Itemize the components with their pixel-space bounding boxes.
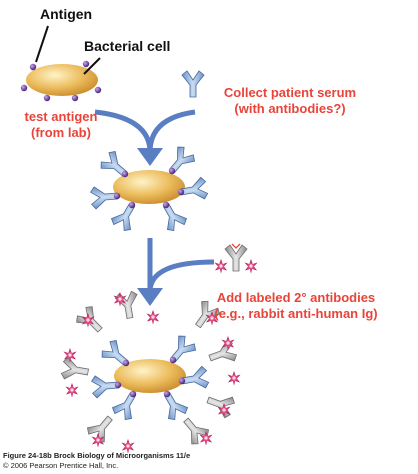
merge-arrow-2 [137,238,215,306]
complex-cell [114,359,186,393]
collect-serum-label: Collect patient serum (with antibodies?) [208,85,372,117]
bacterial-cell-pointer-line [83,57,101,75]
antigen-pointer-line [35,25,49,63]
merge-arrow-1 [94,109,196,166]
add-labeled-line2: (e.g., rabbit anti-human Ig) [214,306,378,321]
test-antigen-label: test antigen (from lab) [13,109,109,141]
add-labeled-line1: Add labeled 2° antibodies [216,290,376,305]
bacterial-cell-label: Bacterial cell [84,38,171,54]
figure-caption-line2: © 2006 Pearson Prentice Hall, Inc. [3,461,119,470]
figure-caption-line1: Figure 24-18b Brock Biology of Microorga… [3,451,191,460]
test-antigen-cell [26,64,98,96]
test-antigen-line2: (from lab) [31,125,91,140]
free-primary-antibody [181,70,205,98]
collect-serum-line2: (with antibodies?) [234,101,346,116]
test-antigen-line1: test antigen [24,109,98,124]
add-labeled-label: Add labeled 2° antibodies (e.g., rabbit … [198,290,394,322]
antigen-label: Antigen [40,6,93,22]
bound-cell [113,170,185,204]
free-labeled-secondary-antibody [214,243,258,274]
collect-serum-line1: Collect patient serum [223,85,357,100]
